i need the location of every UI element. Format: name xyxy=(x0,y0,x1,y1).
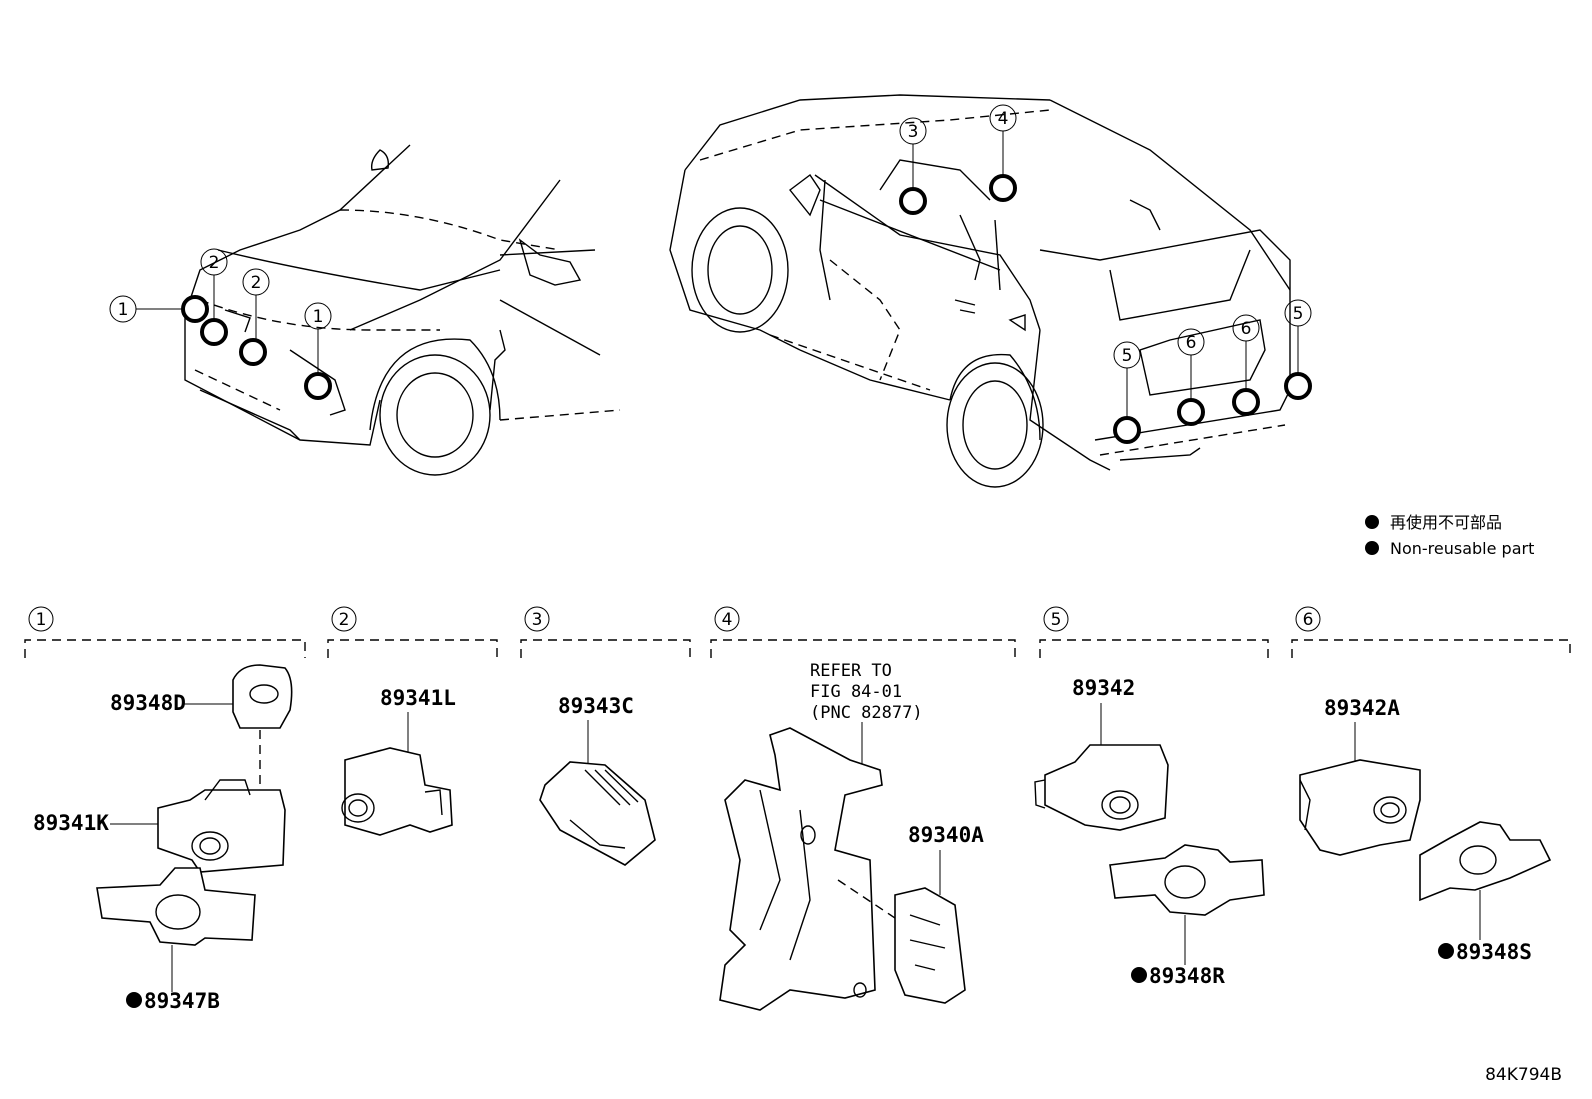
callout-2a: 2 xyxy=(209,253,220,273)
group-4-number: 4 xyxy=(722,610,733,630)
part-89343C-label: 89343C xyxy=(558,694,634,718)
bracket-drawing xyxy=(719,727,883,1011)
callout-3: 3 xyxy=(908,122,919,142)
front-callouts: 1 2 2 1 xyxy=(109,248,332,400)
part-89347B-drawing xyxy=(96,867,256,946)
part-89348R-label: 89348R xyxy=(1149,964,1225,988)
part-89341L-drawing xyxy=(344,747,453,836)
refer-to-line-3: (PNC 82877) xyxy=(810,703,923,723)
refer-to-line-2: FIG 84-01 xyxy=(810,682,902,702)
non-reusable-dot-icon xyxy=(126,992,142,1008)
part-89341L-label: 89341L xyxy=(380,686,456,710)
part-89347B-label: 89347B xyxy=(144,989,220,1013)
callout-1b: 1 xyxy=(313,307,324,327)
sensor-location-marker xyxy=(181,295,209,323)
callout-6b: 6 xyxy=(1241,319,1252,339)
group-2-number: 2 xyxy=(339,610,350,630)
group-1-number: 1 xyxy=(36,610,47,630)
part-89340A-label: 89340A xyxy=(908,823,984,847)
group-6-number: 6 xyxy=(1303,610,1314,630)
part-89342-label: 89342 xyxy=(1072,676,1135,700)
rear-vehicle-illustration xyxy=(669,94,1296,488)
legend: 再使用不可部品 Non-reusable part xyxy=(1365,513,1534,558)
non-reusable-dot-icon xyxy=(1365,515,1379,529)
group-5-number: 5 xyxy=(1051,610,1062,630)
part-89348S-label: 89348S xyxy=(1456,940,1532,964)
callout-5a: 5 xyxy=(1122,346,1133,366)
sensor-location-marker xyxy=(1284,372,1312,400)
non-reusable-dot-icon xyxy=(1438,943,1454,959)
part-89343C-drawing xyxy=(539,761,656,866)
sensor-location-marker xyxy=(1177,398,1205,426)
sensor-location-marker xyxy=(239,338,267,366)
part-89342-drawing xyxy=(1044,744,1169,831)
callout-2b: 2 xyxy=(251,273,262,293)
rear-callouts: 3 4 5 6 6 5 xyxy=(899,104,1312,444)
sensor-location-marker xyxy=(1232,388,1260,416)
group-6-parts: 89342A 89348S xyxy=(1299,696,1552,964)
callout-6a: 6 xyxy=(1186,333,1197,353)
refer-to-line-1: REFER TO xyxy=(810,661,892,681)
group-2-parts: 89341L xyxy=(341,686,456,836)
callout-5b: 5 xyxy=(1293,304,1304,324)
part-89340A-drawing xyxy=(894,887,966,1004)
sensor-location-marker xyxy=(200,318,228,346)
sensor-location-marker xyxy=(304,372,332,400)
legend-english: Non-reusable part xyxy=(1390,539,1534,558)
group-1-parts: 89348D 89341K 89347B xyxy=(33,664,293,1013)
ecu-location-marker xyxy=(989,174,1017,202)
callout-4: 4 xyxy=(998,109,1009,129)
non-reusable-dot-icon xyxy=(1365,541,1379,555)
part-89342A-drawing xyxy=(1299,759,1421,856)
group-4-parts: REFER TO FIG 84-01 (PNC 82877) 89340A xyxy=(719,661,984,1011)
part-89342A-label: 89342A xyxy=(1324,696,1400,720)
legend-japanese: 再使用不可部品 xyxy=(1390,513,1502,532)
callout-1a: 1 xyxy=(118,300,129,320)
sensor-location-marker xyxy=(1113,416,1141,444)
part-89348D-drawing xyxy=(232,664,293,729)
part-89348R-drawing xyxy=(1109,844,1265,916)
part-89348D-label: 89348D xyxy=(110,691,186,715)
group-3-number: 3 xyxy=(532,610,543,630)
part-89341K-label: 89341K xyxy=(33,811,109,835)
group-3-parts: 89343C xyxy=(539,694,656,866)
group-5-parts: 89342 89348R xyxy=(1034,676,1265,988)
part-89341K-drawing xyxy=(157,789,286,873)
non-reusable-dot-icon xyxy=(1131,967,1147,983)
front-vehicle-illustration xyxy=(184,144,621,476)
group-headers: 1 2 3 4 5 6 xyxy=(24,606,1571,658)
ecu-location-marker xyxy=(899,187,927,215)
part-89348S-drawing xyxy=(1419,821,1552,902)
figure-code: 84K794B xyxy=(1485,1065,1562,1085)
